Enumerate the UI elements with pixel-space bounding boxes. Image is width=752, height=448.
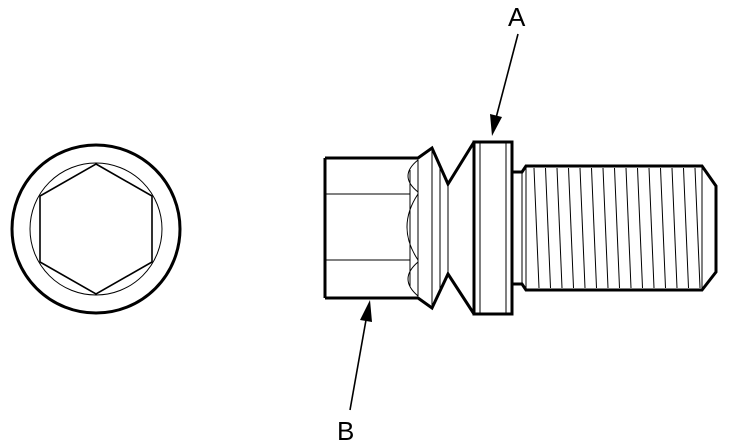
thread-line — [660, 167, 666, 289]
thread-line — [671, 167, 678, 289]
bolt-head — [323, 156, 418, 300]
callout-a-arrowhead — [490, 114, 502, 136]
thread-line — [556, 167, 563, 289]
bolt-flange — [472, 140, 514, 316]
callout-b-label: B — [337, 416, 354, 446]
callout-b-arrowhead — [360, 300, 372, 322]
callout-a-label: A — [508, 2, 526, 32]
thread-line — [637, 167, 643, 289]
thread-line — [591, 167, 597, 289]
head-inner-circle — [29, 162, 163, 296]
bolt-neck — [417, 141, 476, 315]
thread-line — [683, 167, 689, 289]
thread-line — [614, 167, 620, 289]
bolt-shank — [512, 164, 718, 292]
thread-line — [533, 167, 540, 289]
thread-line — [602, 167, 609, 289]
hex-socket — [39, 163, 153, 295]
bolt-threads — [533, 167, 701, 289]
callout-a: A — [490, 2, 526, 136]
callout-b-leader — [349, 319, 367, 411]
callout-b: B — [337, 300, 372, 446]
thread-line — [625, 167, 632, 289]
bolt-end-view — [10, 143, 182, 315]
bolt-side-view — [323, 140, 718, 316]
callout-a-leader — [495, 33, 519, 119]
thread-line — [694, 167, 701, 289]
thread-line — [579, 167, 586, 289]
thread-line — [545, 167, 551, 289]
thread-line — [568, 167, 574, 289]
thread-line — [648, 167, 655, 289]
head-outer-circle — [10, 143, 182, 315]
